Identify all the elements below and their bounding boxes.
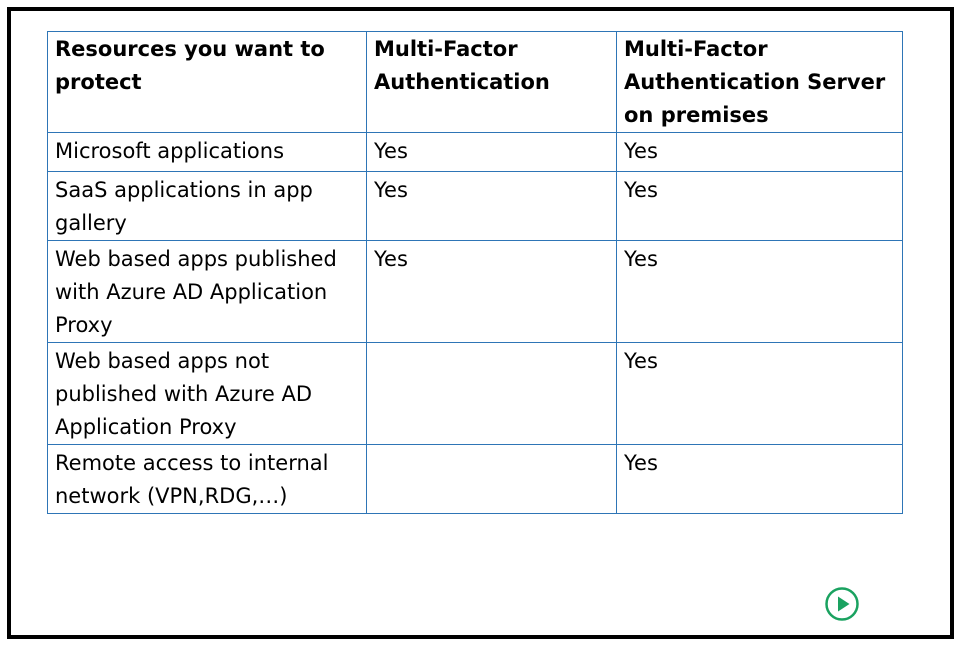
play-button[interactable] <box>825 587 859 621</box>
cell-mfa: Yes <box>366 240 617 343</box>
cell-mfa: Yes <box>366 171 617 241</box>
comparison-table: Resources you want to protect Multi-Fact… <box>47 31 903 514</box>
cell-mfa-server: Yes <box>616 342 903 445</box>
cell-resource: Remote access to internal network (VPN,R… <box>47 444 367 514</box>
cell-mfa: Yes <box>366 132 617 172</box>
cell-resource: SaaS applications in app gallery <box>47 171 367 241</box>
table-row: SaaS applications in app gallery Yes Yes <box>47 171 903 241</box>
cell-resource: Microsoft applications <box>47 132 367 172</box>
header-mfa: Multi-Factor Authentication <box>366 31 617 133</box>
table-row: Web based apps published with Azure AD A… <box>47 240 903 343</box>
cell-mfa-server: Yes <box>616 444 903 514</box>
table-row: Microsoft applications Yes Yes <box>47 132 903 172</box>
cell-mfa-server: Yes <box>616 171 903 241</box>
header-resources: Resources you want to protect <box>47 31 367 133</box>
cell-resource: Web based apps published with Azure AD A… <box>47 240 367 343</box>
cell-mfa <box>366 342 617 445</box>
cell-mfa-server: Yes <box>616 240 903 343</box>
cell-mfa-server: Yes <box>616 132 903 172</box>
header-mfa-server: Multi-Factor Authentication Server on pr… <box>616 31 903 133</box>
table-row: Remote access to internal network (VPN,R… <box>47 444 903 514</box>
cell-mfa <box>366 444 617 514</box>
table-header-row: Resources you want to protect Multi-Fact… <box>47 31 903 133</box>
play-circle-icon <box>825 587 859 621</box>
table-row: Web based apps not published with Azure … <box>47 342 903 445</box>
cell-resource: Web based apps not published with Azure … <box>47 342 367 445</box>
